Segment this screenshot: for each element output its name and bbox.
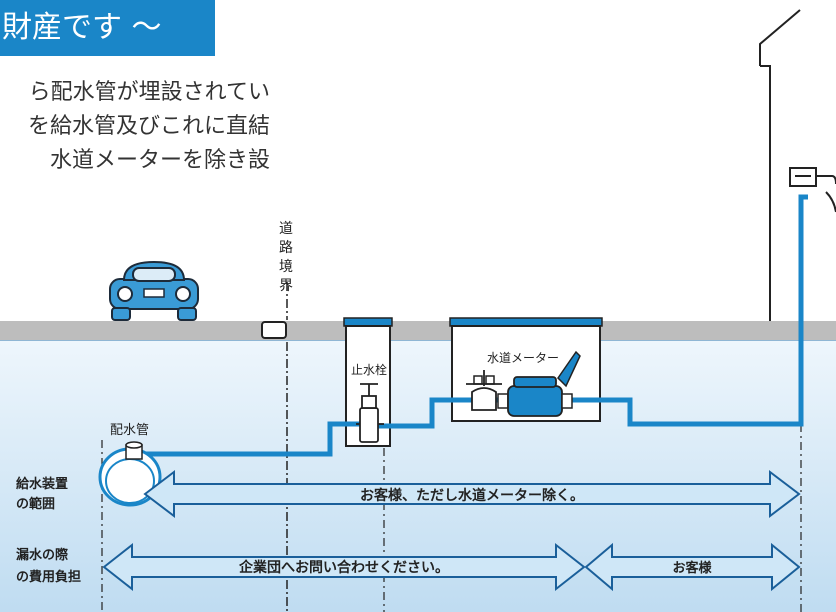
distribution-main-pipe-icon: [98, 441, 162, 507]
road-boundary-char: 道: [279, 221, 293, 237]
row-2-label-line-1: 漏水の際: [16, 547, 69, 563]
road-boundary-char: 境: [279, 259, 293, 275]
intro-line-2: を給水管及びこれに直結: [27, 114, 270, 139]
supply-range-arrow: お客様、ただし水道メーター除く。: [143, 469, 801, 519]
intro-paragraph: ら配水管が埋設されてい を給水管及びこれに直結 水道メーターを除き設: [0, 76, 270, 178]
stop-valve-icon: [356, 383, 384, 443]
row-1-label-line-2: の範囲: [16, 496, 55, 512]
road-surface: [0, 321, 836, 341]
row-1-label-line-1: 給水装置: [16, 476, 68, 492]
leak-cost-agency-arrow: 企業団へお問い合わせください。: [102, 542, 586, 592]
leak-cost-customer-label: お客様: [672, 560, 712, 576]
water-meter-icon: [466, 350, 581, 417]
main-pipe-label: 配水管: [110, 423, 149, 438]
row-2-label-line-2: の費用負担: [16, 569, 81, 585]
road-boundary-label: 道 路 境 界: [276, 220, 296, 296]
road-boundary-char: 路: [279, 240, 293, 256]
intro-line-3: 水道メーターを除き設: [49, 148, 270, 173]
boundary-marker: [261, 321, 287, 339]
intro-line-1: ら配水管が埋設されてい: [28, 80, 270, 105]
meter-label: 水道メーター: [487, 351, 559, 365]
leak-cost-customer-arrow: お客様: [584, 542, 801, 592]
service-pipe: [145, 194, 808, 457]
leak-cost-agency-label: 企業団へお問い合わせください。: [238, 559, 449, 576]
car-icon: [109, 260, 199, 321]
road-boundary-char: 界: [279, 278, 293, 294]
stop-valve-label: 止水栓: [351, 362, 387, 377]
supply-range-arrow-label: お客様、ただし水道メーター除く。: [360, 487, 584, 504]
banner-title: 財産です ～: [0, 0, 215, 56]
